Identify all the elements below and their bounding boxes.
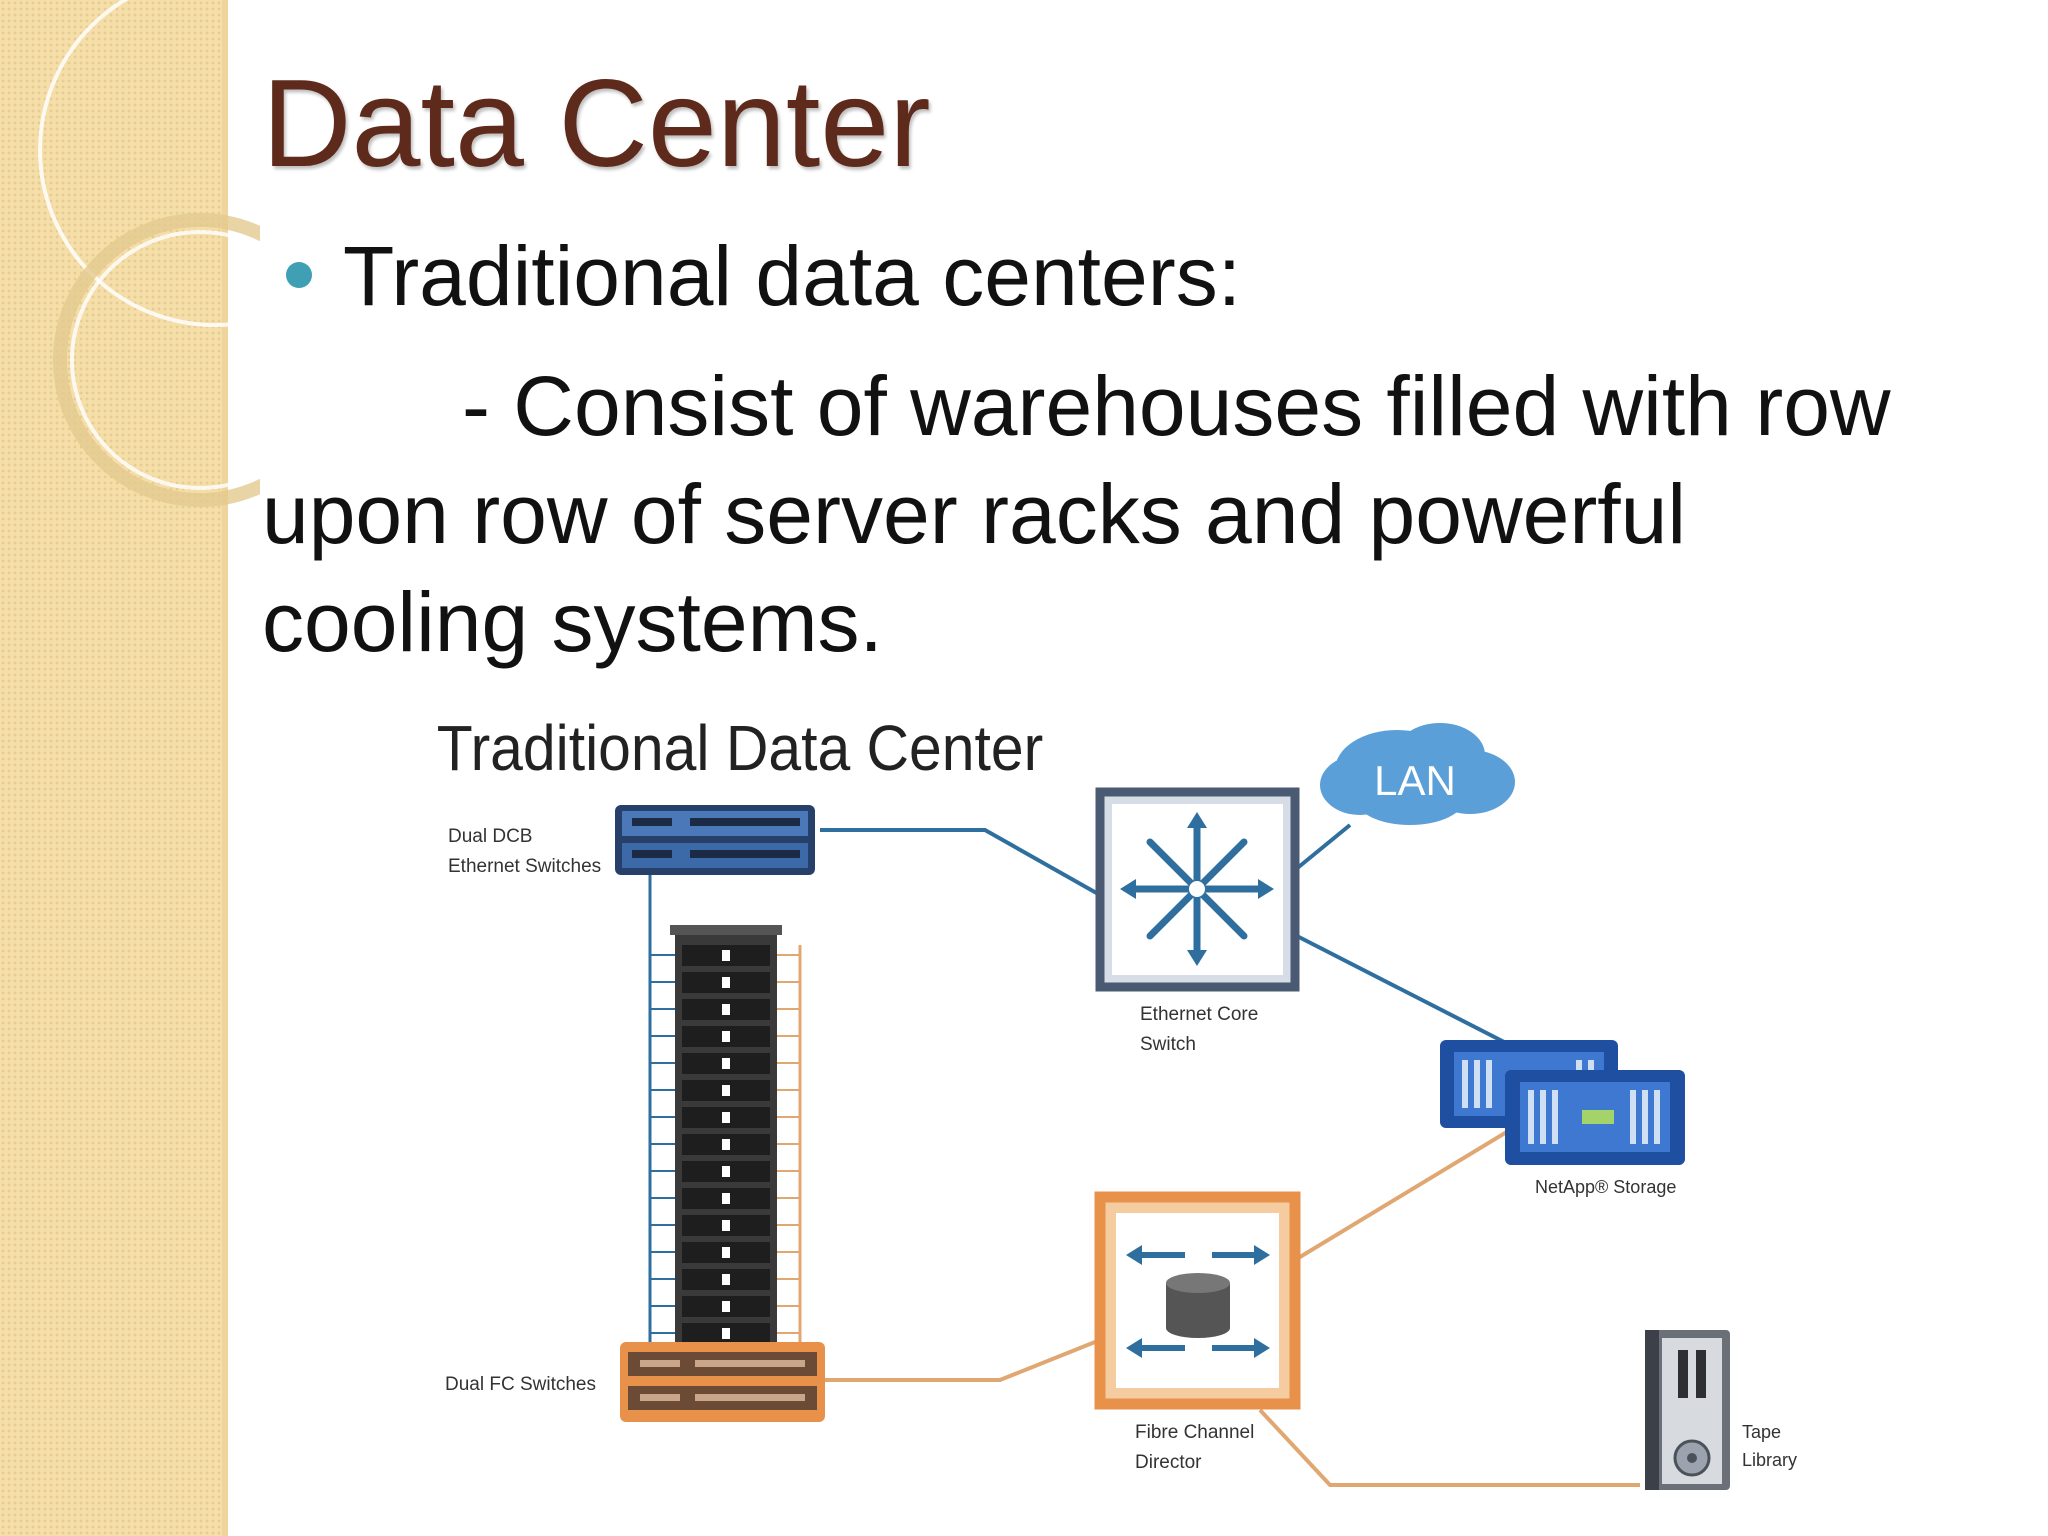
slide-title: Data Center — [262, 55, 931, 193]
director-label: Fibre Channel — [1135, 1422, 1254, 1443]
lan-label: LAN — [1374, 757, 1456, 804]
dcb-ethernet-switch-icon — [615, 805, 815, 875]
diagram-title: Traditional Data Center — [437, 713, 1043, 785]
fibre-channel-director-icon — [1094, 1191, 1301, 1410]
core-switch-label: Ethernet Core — [1140, 1004, 1258, 1025]
tape-library-icon — [1645, 1330, 1730, 1490]
fc-switch-label: Dual FC Switches — [445, 1374, 596, 1395]
storage-label: NetApp® Storage — [1535, 1177, 1676, 1197]
server-rack-icon — [670, 925, 782, 1355]
network-diagram: Traditional Data Center Dual DCB Etherne… — [400, 700, 1840, 1510]
rack-cable-ticks — [650, 954, 800, 1334]
core-switch-label: Switch — [1140, 1034, 1196, 1055]
paragraph-line: - Consist of warehouses filled with row — [462, 359, 1891, 453]
ethernet-links — [820, 823, 1511, 1047]
lan-cloud-icon — [1320, 723, 1515, 825]
body-paragraph: - Consist of warehouses filled with row … — [262, 352, 2032, 676]
bullet-text: Traditional data centers: — [343, 229, 1242, 323]
ethernet-core-switch-icon — [1095, 787, 1300, 992]
director-label: Director — [1135, 1452, 1202, 1473]
fc-switch-icon — [620, 1342, 825, 1422]
decorative-rings — [38, 0, 260, 507]
paragraph-line: upon row of server racks and powerful — [262, 467, 1687, 561]
netapp-storage-icon — [1440, 1040, 1685, 1165]
bullet-dot — [286, 262, 312, 288]
fibre-links — [825, 1128, 1640, 1487]
tape-label: Tape — [1742, 1422, 1781, 1442]
dcb-switch-label: Ethernet Switches — [448, 856, 601, 877]
tape-label: Library — [1742, 1450, 1797, 1470]
paragraph-line: cooling systems. — [262, 575, 883, 669]
dcb-switch-label: Dual DCB — [448, 826, 532, 847]
stripe-edge — [222, 0, 228, 1536]
